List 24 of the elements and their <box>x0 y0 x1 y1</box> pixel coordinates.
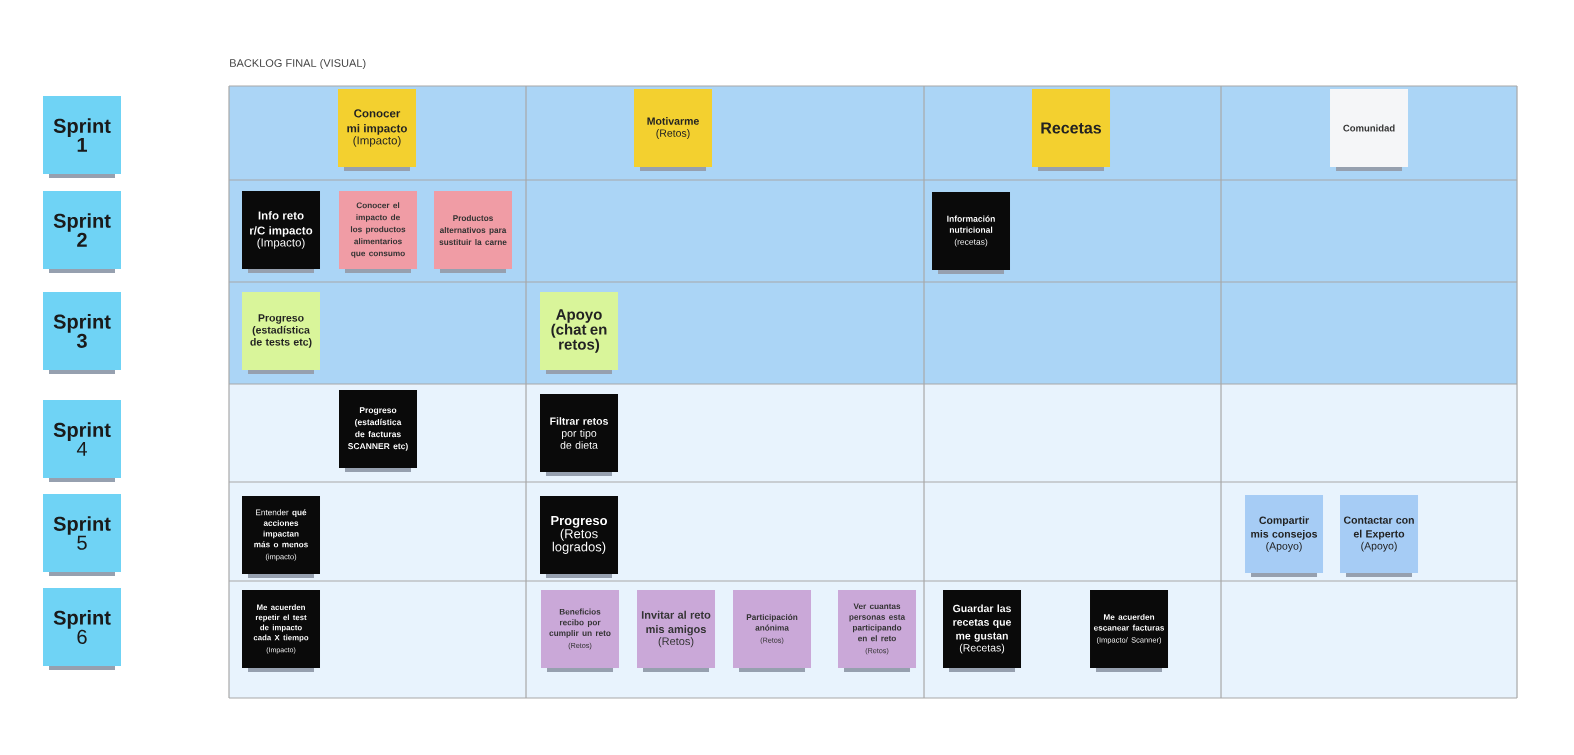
sticky-note: Conocer mi impacto (Impacto) <box>338 89 416 171</box>
sticky-note: Motivarme (Retos) <box>634 89 712 171</box>
sprint-sticky-note: Sprint 5 <box>43 494 121 576</box>
title: BACKLOG FINAL (VISUAL) <box>230 58 366 70</box>
sticky-note: Conocer el impacto de los productos alimentarios que consumo <box>339 191 417 273</box>
sticky-note: Progreso (estadística de facturas SCANNER etc) <box>339 390 417 472</box>
sticky-note: Recetas <box>1032 89 1110 171</box>
sprint-sticky-note: Sprint 2 <box>43 191 121 273</box>
sticky-note: Filtrar retos por tipo de dieta <box>540 394 618 476</box>
sticky-note: Guardar las recetas que me gustan (Recetas) <box>943 590 1021 672</box>
sticky-note: Info reto r/C impacto (Impacto) <box>242 191 320 273</box>
sticky-note: Compartir mis consejos (Apoyo) <box>1245 495 1323 577</box>
sprint-sticky-note: Sprint 3 <box>43 292 121 374</box>
sprint-sticky-note: Sprint 4 <box>43 400 121 482</box>
sprint-sticky-note: Sprint 6 <box>43 588 121 670</box>
sticky-note: Progreso (estadística de tests etc) <box>242 292 320 374</box>
sticky-note: Productos alternativos para sustituir la carne <box>434 191 512 273</box>
sticky-note: Información nutricional (recetas) <box>932 192 1010 274</box>
sticky-note: Comunidad <box>1330 89 1408 171</box>
sticky-note: Invitar al reto mis amigos (Retos) <box>637 590 715 672</box>
sprint-sticky-note: Sprint 1 <box>43 96 121 178</box>
sticky-note: Apoyo (chat en retos) <box>540 292 618 374</box>
sticky-note: Contactar con el Experto (Apoyo) <box>1340 495 1418 577</box>
sticky-note: Progreso (Retos logrados) <box>540 496 618 578</box>
